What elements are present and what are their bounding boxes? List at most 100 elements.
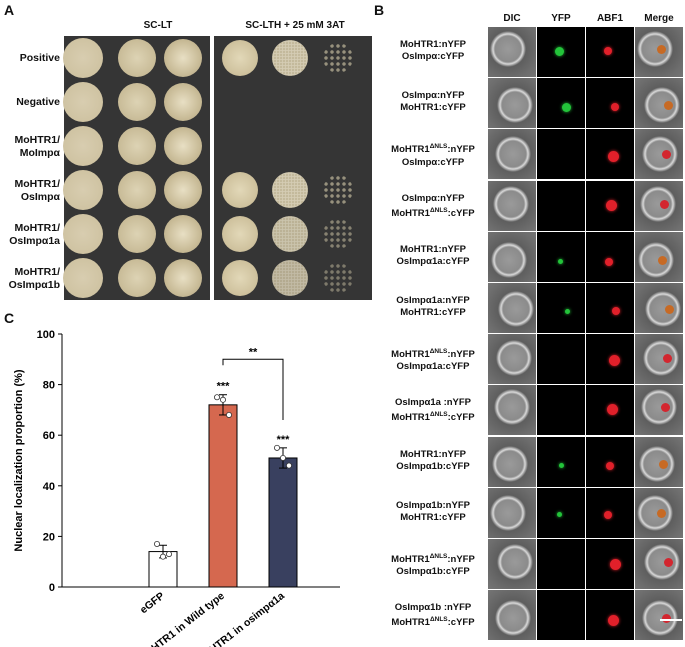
abf1-image — [586, 27, 634, 77]
row-label-line: MoHTR1/ — [14, 222, 61, 234]
colony-sc-lt — [118, 259, 156, 297]
row-label-line: OsImpα1b — [8, 278, 60, 291]
y-axis-title: Nuclear localization proportion (%) — [13, 369, 25, 551]
abf1-signal — [607, 614, 619, 626]
abf1-image — [586, 78, 634, 129]
colony-sc-lt — [63, 214, 103, 254]
colony-sc-lt — [164, 39, 202, 77]
abf1-image — [586, 129, 634, 180]
y-tick-label: 20 — [43, 531, 55, 543]
yfp-image — [537, 180, 585, 231]
construct-name: OsImpα1a:cYFP — [396, 255, 470, 267]
construct-name: MoHTR1:cYFP — [400, 511, 466, 523]
panel-b-column-header: Merge — [644, 13, 674, 24]
bar-2 — [268, 457, 298, 588]
merge-nucleus — [664, 101, 673, 111]
panel-a-row-label: Negative — [0, 96, 60, 109]
abf1-signal — [606, 403, 618, 415]
y-tick-label: 100 — [37, 329, 55, 341]
nls-deletion-superscript: ΔNLS — [429, 553, 448, 560]
merge-nucleus — [657, 508, 666, 518]
abf1-signal — [604, 47, 612, 55]
merge-image — [635, 590, 683, 641]
bar-1 — [208, 404, 238, 588]
colony-sc-lth — [272, 216, 308, 252]
merge-nucleus — [657, 45, 666, 54]
yfp-image — [537, 129, 585, 180]
condition-sc-lt: SC-LT — [143, 20, 173, 31]
merge-image — [635, 487, 683, 538]
merge-nucleus — [659, 459, 668, 469]
construct-suffix: :cYFP — [447, 412, 475, 424]
colony-sc-lth — [272, 172, 308, 208]
construct-suffix: :nYFP — [447, 144, 475, 156]
colony-sc-lt — [164, 127, 202, 165]
merge-nucleus — [661, 403, 670, 413]
data-point — [225, 411, 232, 418]
colony-sc-lth — [222, 216, 258, 252]
colony-sc-lt — [63, 126, 103, 166]
abf1-image — [586, 436, 634, 487]
abf1-image — [586, 539, 634, 589]
construct-suffix: :nYFP — [447, 554, 475, 566]
dic-image — [488, 385, 536, 436]
construct-name: OsImpα:cYFP — [401, 51, 465, 62]
abf1-signal — [605, 200, 617, 212]
abf1-signal — [606, 461, 614, 470]
construct-name: MoHTR1 — [391, 412, 430, 424]
abf1-image — [586, 283, 634, 333]
significance-label: *** — [217, 381, 231, 393]
dic-image — [488, 27, 536, 77]
construct-name: OsImpα1b:cYFP — [396, 566, 470, 578]
colony-sc-lt — [63, 38, 103, 78]
dic-image — [488, 590, 536, 641]
row-label-line: OsImpα — [20, 190, 60, 203]
abf1-signal — [604, 510, 612, 519]
y-tick-label: 80 — [43, 380, 55, 392]
construct-name: OsImpα:nYFP — [401, 192, 465, 204]
construct-name: MoHTR1:cYFP — [400, 307, 466, 318]
construct-name: MoHTR1 — [391, 349, 430, 361]
dic-image — [488, 539, 536, 589]
construct-name: MoHTR1 — [391, 207, 430, 219]
yfp-image — [537, 27, 585, 77]
panel-a-row-label: MoHTR1/OsImpα — [0, 178, 61, 203]
construct-name: OsImpα1a :nYFP — [394, 397, 472, 409]
merge-image — [635, 539, 683, 589]
dic-image — [488, 231, 536, 282]
dic-image — [488, 283, 536, 333]
merge-nucleus — [664, 558, 673, 567]
dic-image — [488, 487, 536, 538]
abf1-image — [586, 334, 634, 385]
colony-sc-lth — [323, 175, 353, 205]
abf1-signal — [611, 103, 619, 112]
merge-nucleus — [660, 199, 669, 209]
merge-image — [635, 129, 683, 180]
data-point — [279, 454, 286, 461]
row-label-line: MoImpα — [19, 146, 60, 159]
data-point — [285, 462, 292, 469]
merge-nucleus — [665, 305, 674, 314]
colony-sc-lt — [164, 215, 202, 253]
colony-sc-lth — [222, 260, 258, 296]
colony-sc-lt — [118, 215, 156, 253]
yfp-signal — [558, 463, 564, 469]
panel-a-letter: A — [4, 2, 15, 18]
yfp-image — [537, 436, 585, 487]
abf1-signal — [609, 558, 621, 570]
construct-name: OsImpα1a:nYFP — [396, 295, 470, 306]
abf1-image — [586, 590, 634, 641]
merge-image — [635, 334, 683, 385]
nls-deletion-superscript: ΔNLS — [429, 616, 448, 624]
panel-b-column-header: ABF1 — [596, 13, 624, 24]
yfp-image — [537, 231, 585, 282]
merge-image — [635, 180, 683, 231]
colony-sc-lt — [63, 258, 103, 298]
panel-a-row-label: MoHTR1/OsImpα1a — [0, 222, 60, 247]
row-label-line: MoHTR1/ — [14, 178, 61, 190]
scale-bar — [660, 619, 682, 621]
